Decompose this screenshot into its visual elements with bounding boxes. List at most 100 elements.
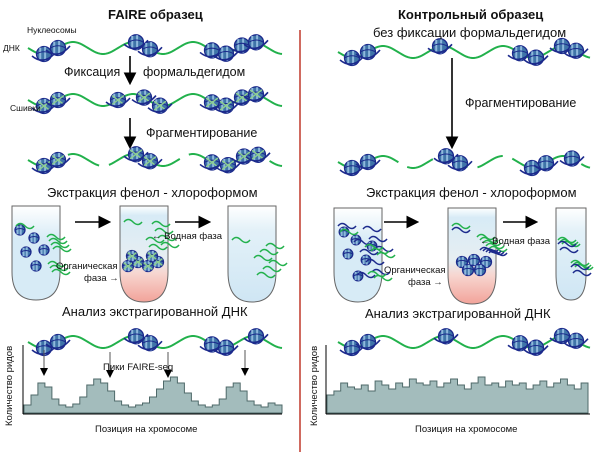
tube-dna-fragment <box>253 254 273 262</box>
tube-nucleosome <box>455 255 469 269</box>
tube-nucleosome <box>28 232 40 244</box>
tube-dna-fragment <box>559 246 579 254</box>
tube-dna-fragment <box>374 245 394 253</box>
tube-nucleosome <box>461 263 475 277</box>
left-step-analysis: Анализ экстрагированной ДНК <box>62 304 248 319</box>
left-chromatin-initial-nucleosome <box>49 39 67 57</box>
right-step-analysis: Анализ экстрагированной ДНК <box>365 306 551 321</box>
left-step-formaldehyde: формальдегидом <box>143 65 246 79</box>
tube-dna-fragment <box>368 235 388 243</box>
right-chromatin-initial-nucleosome <box>527 49 545 66</box>
right-label-aqueous: ← Водная фаза <box>480 236 551 247</box>
left-chromatin-analysis-nucleosome <box>127 328 145 345</box>
right-chromatin-initial-nucleosome <box>359 43 377 61</box>
left-chromatin-fixed-nucleosome <box>217 97 235 114</box>
tube-left-1 <box>11 205 61 301</box>
tube-dna-fragment <box>451 226 471 234</box>
tube-nucleosome <box>125 249 139 263</box>
tube-dna-fragment <box>451 222 471 230</box>
left-histogram <box>23 376 283 414</box>
tube-nucleosome <box>145 249 159 263</box>
left-chromatin-initial-nucleosome <box>127 34 145 51</box>
tube-dna-fragment <box>570 263 590 271</box>
right-chromatin-analysis-nucleosome <box>437 328 455 345</box>
right-chromatin-analysis-nucleosome <box>553 327 571 345</box>
left-chromatin-fragmented-nucleosome <box>219 157 237 174</box>
tube-nucleosome <box>360 254 372 266</box>
tube-dna-fragment <box>373 274 393 282</box>
tube-dna-fragment <box>371 268 391 276</box>
tube-nucleosome <box>30 260 42 272</box>
right-title: Контрольный образец <box>398 7 544 22</box>
left-chromatin-fragmented-nucleosome <box>235 148 253 165</box>
tube-dna-fragment <box>259 248 279 256</box>
right-chromatin-analysis-nucleosome <box>343 339 361 357</box>
left-chromatin-fixed-nucleosome <box>135 89 153 106</box>
left-label-organic-2: фаза → <box>84 273 119 284</box>
tube-dna-fragment <box>572 269 592 277</box>
tube-dna-fragment <box>123 218 143 226</box>
left-chromatin-fixed-nucleosome <box>151 97 169 114</box>
tube-nucleosome <box>14 224 26 236</box>
right-label-organic-2: фаза → <box>408 277 443 288</box>
tube-dna-fragment <box>48 237 68 245</box>
tube-dna-fragment <box>367 270 387 278</box>
left-chromatin-initial-nucleosome <box>247 34 265 51</box>
left-chromatin-analysis-nucleosome <box>203 336 221 353</box>
tube-dna-fragment <box>148 243 168 251</box>
left-step-extraction: Экстракция фенол - хлороформом <box>47 185 258 200</box>
tube-dna-fragment <box>265 242 285 250</box>
left-chromatin-analysis-nucleosome <box>49 333 67 351</box>
tube-nucleosome <box>121 259 135 273</box>
tube-right-3 <box>555 207 587 301</box>
tube-dna-fragment <box>231 236 251 244</box>
tube-dna-fragment <box>482 247 502 255</box>
tube-dna-fragment <box>15 222 35 230</box>
right-chromatin-analysis-nucleosome <box>359 333 377 351</box>
left-chromatin-initial-nucleosome <box>217 45 235 62</box>
tube-dna-fragment <box>479 246 499 254</box>
tube-dna-fragment <box>160 241 180 249</box>
tube-dna-fragment <box>151 220 171 228</box>
right-histogram <box>326 376 589 414</box>
tube-dna-fragment <box>479 236 499 244</box>
left-ylabel: Количество ридов <box>4 345 15 426</box>
tube-dna-fragment <box>482 239 502 247</box>
tube-dna-fragment <box>51 268 71 276</box>
right-chromatin-fragmented-nucleosome <box>537 155 555 172</box>
tube-nucleosome <box>342 248 354 260</box>
left-chromatin-fixed-nucleosome <box>109 91 127 109</box>
right-chromatin-fragmented-nucleosome <box>359 153 377 171</box>
left-label-aqueous: ← Водная фаза <box>152 231 223 242</box>
tube-dna-fragment <box>49 264 69 272</box>
tube-dna-fragment <box>262 265 282 273</box>
tube-dna-fragment <box>46 233 66 241</box>
left-xlabel: Позиция на хромосоме <box>95 424 198 435</box>
right-chromatin-analysis-nucleosome <box>527 339 545 356</box>
tube-dna-fragment <box>476 233 496 241</box>
left-chromatin-initial-nucleosome <box>141 41 159 58</box>
tube-dna-fragment <box>356 271 376 279</box>
left-chromatin-fragmented-nucleosome <box>203 154 221 171</box>
tube-dna-fragment <box>488 245 508 253</box>
right-chromatin-fragmented-nucleosome <box>343 159 361 177</box>
tube-nucleosome <box>20 246 32 258</box>
tube-dna-fragment <box>359 248 379 256</box>
tube-left-3 <box>227 205 277 303</box>
left-chromatin-initial-nucleosome <box>233 37 251 54</box>
label-dna: ДНК <box>3 43 20 53</box>
tube-dna-fragment <box>485 242 505 250</box>
right-xlabel: Позиция на хромосоме <box>415 424 518 435</box>
tube-dna-fragment <box>157 234 177 242</box>
right-chromatin-fragmented-nucleosome <box>437 148 455 165</box>
tube-dna-fragment <box>50 241 70 249</box>
right-chromatin-initial-nucleosome <box>553 37 571 55</box>
left-chromatin-analysis-nucleosome <box>247 328 265 345</box>
left-peaks-label: Пики FAIRE-seq <box>103 362 174 373</box>
left-label-organic-1: Органическая <box>56 261 118 272</box>
tube-dna-fragment <box>154 227 174 235</box>
tube-dna-fragment <box>376 251 396 259</box>
tube-dna-fragment <box>145 236 165 244</box>
